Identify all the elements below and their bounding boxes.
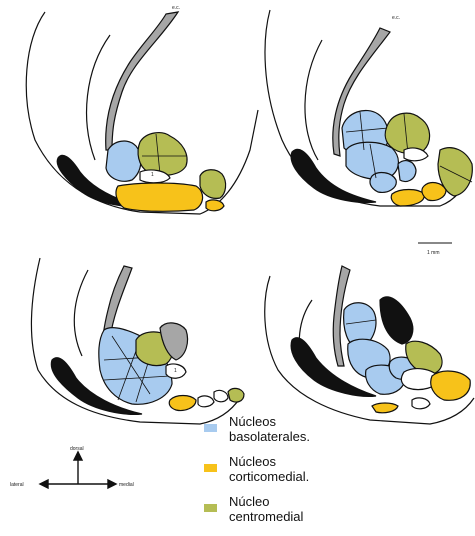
- corticomedial-d-small: [372, 403, 398, 413]
- centromedial-c-small: [228, 388, 244, 402]
- corticomedial-d: [431, 371, 470, 400]
- legend-label-line2: basolaterales.: [229, 429, 379, 444]
- orientation-dorsal-label: dorsal: [70, 446, 84, 452]
- white-nucleus-d-2: [412, 398, 430, 409]
- section-b-outline-inner: [305, 40, 322, 160]
- corticomedial-a: [116, 183, 203, 211]
- legend-label-centromedial: Núcleo centromedial: [229, 494, 379, 524]
- legend-label-line1: Núcleos: [229, 414, 379, 429]
- marker-c-label: 1: [174, 368, 177, 374]
- external-capsule-a: [106, 12, 178, 150]
- orientation-lateral-label: lateral: [10, 482, 24, 488]
- basolateral-b-small-2: [398, 161, 416, 182]
- corticomedial-b-1: [391, 190, 424, 207]
- section-panel-b: [265, 10, 472, 206]
- legend-label-line2: corticomedial.: [229, 469, 379, 484]
- section-panel-d: [265, 266, 474, 424]
- corticomedial-c: [169, 396, 196, 411]
- legend-label-basolateral: Núcleos basolaterales.: [229, 414, 379, 444]
- legend-swatch-basolateral: [204, 424, 217, 432]
- white-nucleus-c-2: [198, 396, 214, 407]
- section-panel-c: [31, 258, 244, 424]
- white-nucleus-c-3: [214, 390, 228, 401]
- scale-bar-label: 1 mm: [427, 250, 440, 256]
- arrow-left-icon: [40, 480, 48, 488]
- panel-a-top-label: e.c.: [172, 5, 180, 11]
- basolateral-b-small-1: [370, 173, 396, 193]
- basolateral-a: [106, 141, 141, 181]
- legend-swatch-centromedial: [204, 504, 217, 512]
- centromedial-a-small: [200, 170, 226, 199]
- legend-label-line1: Núcleo: [229, 494, 379, 509]
- legend-label-corticomedial: Núcleos corticomedial.: [229, 454, 379, 484]
- section-c-outline-inner: [74, 270, 88, 356]
- legend-label-line1: Núcleos: [229, 454, 379, 469]
- orientation-compass: [40, 452, 116, 488]
- basolateral-b-mid: [346, 142, 398, 179]
- black-nucleus-d: [380, 297, 413, 344]
- corticomedial-a-small: [206, 200, 224, 211]
- section-panel-a: [26, 12, 258, 214]
- panel-b-top-label: e.c.: [392, 15, 400, 21]
- orientation-medial-label: medial: [119, 482, 134, 488]
- centromedial-a: [138, 133, 187, 176]
- legend-label-line2: centromedial: [229, 509, 379, 524]
- arrow-up-icon: [74, 452, 82, 460]
- legend-swatch-corticomedial: [204, 464, 217, 472]
- marker-a-label: 1: [151, 172, 154, 178]
- corticomedial-b-2: [422, 183, 446, 201]
- arrow-right-icon: [108, 480, 116, 488]
